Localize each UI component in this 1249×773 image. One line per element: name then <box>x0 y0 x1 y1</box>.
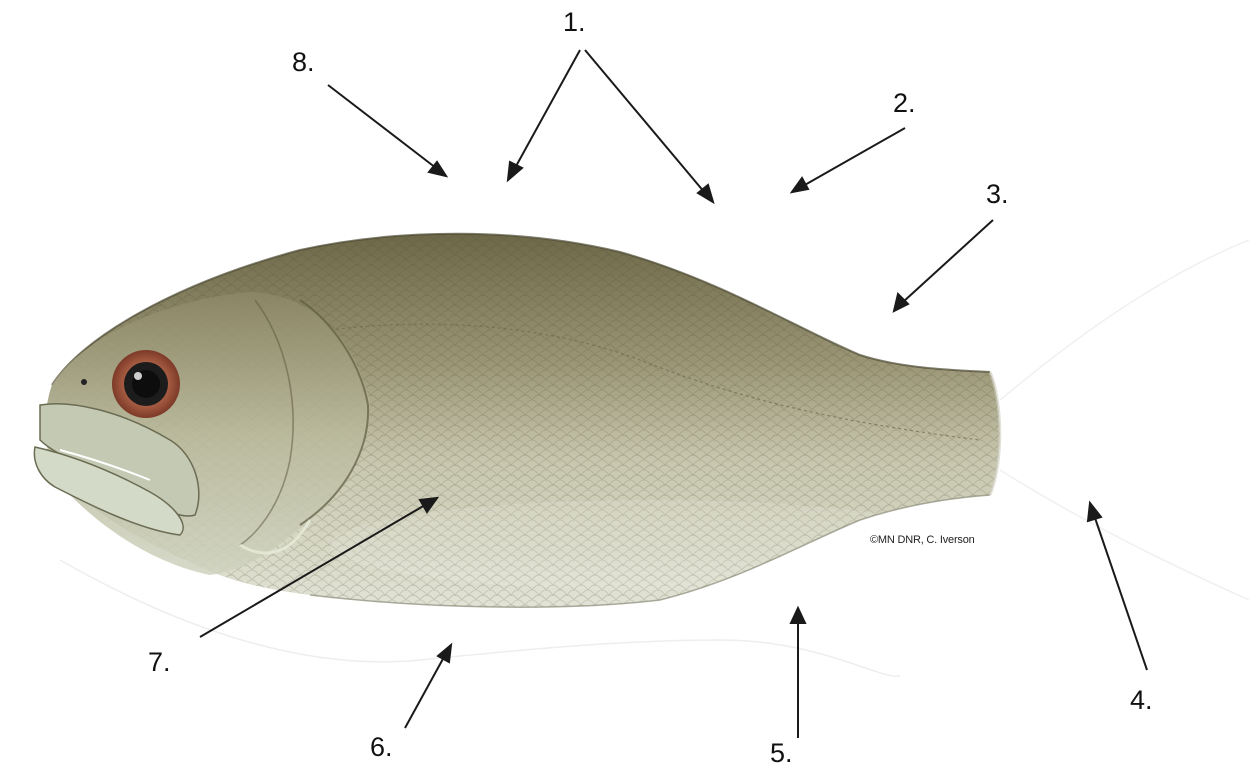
arrow-8 <box>328 85 446 176</box>
faint-tail-outline <box>1000 240 1249 600</box>
callout-label-5: 5. <box>770 740 793 767</box>
callout-label-4: 4. <box>1130 687 1153 714</box>
arrow-1b <box>585 50 713 202</box>
callout-label-2: 2. <box>893 90 916 117</box>
arrow-6 <box>405 645 451 728</box>
arrow-5 <box>791 608 805 738</box>
callout-label-3: 3. <box>986 181 1009 208</box>
callout-label-1: 1. <box>563 9 586 36</box>
image-credit: ©MN DNR, C. Iverson <box>870 534 975 546</box>
callout-label-6: 6. <box>370 734 393 761</box>
arrow-4 <box>1088 503 1147 670</box>
callout-label-7: 7. <box>148 649 171 676</box>
arrow-2 <box>792 128 905 192</box>
callout-label-8: 8. <box>292 49 315 76</box>
arrow-3 <box>894 220 993 311</box>
arrow-1a <box>508 50 580 180</box>
